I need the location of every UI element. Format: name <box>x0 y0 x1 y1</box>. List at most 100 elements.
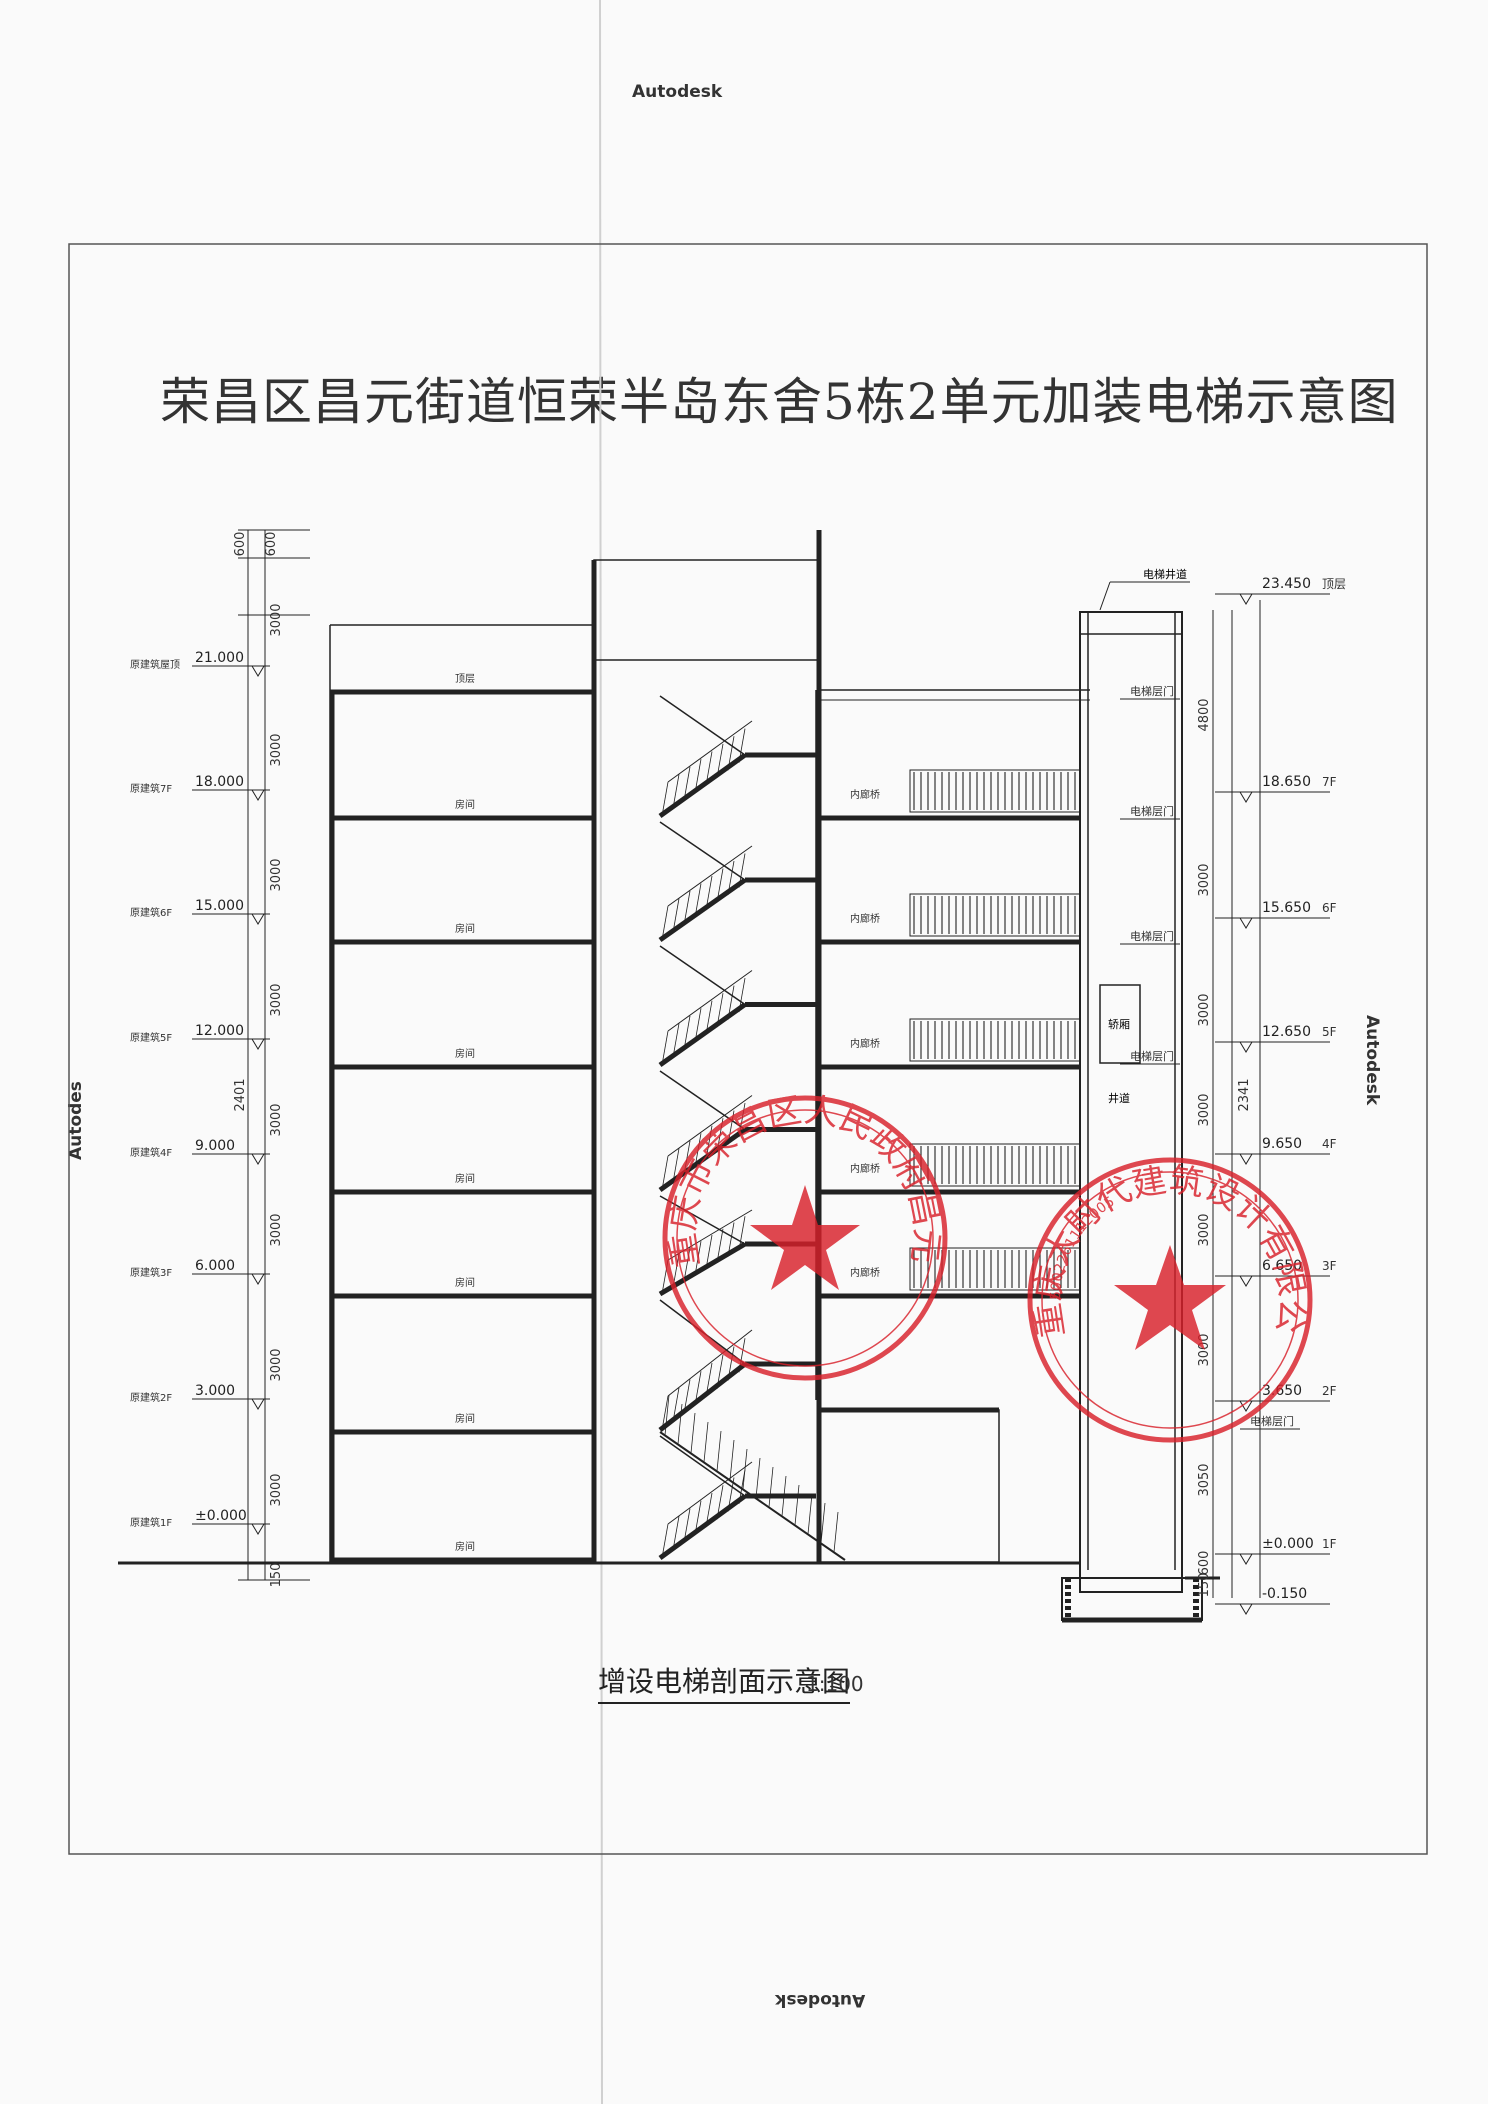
stair-railing <box>768 1466 774 1508</box>
stair-railing <box>683 890 691 926</box>
stamp-left-inner <box>676 1109 934 1367</box>
stair-railing <box>705 1492 713 1528</box>
stair-railing <box>738 1338 746 1373</box>
stair-railing <box>705 1362 713 1398</box>
shaft-top <box>1079 611 1183 635</box>
stair-railing <box>727 1346 735 1381</box>
stair-railing <box>729 1439 735 1481</box>
stair-railing <box>672 1387 680 1422</box>
stair-flight <box>658 1127 747 1193</box>
stair-handrail <box>667 1461 753 1525</box>
right-level-floor: 2F <box>1322 1384 1337 1398</box>
stair-flight <box>658 1002 747 1068</box>
level-label: 原建筑5F <box>130 1031 172 1044</box>
elevator-car-label: 轿厢 <box>1108 1017 1130 1031</box>
right-level-triangle <box>1239 917 1253 929</box>
right-dimension: 3000 <box>1197 993 1212 1026</box>
right-level-floor: 1F <box>1322 1537 1337 1551</box>
bridge-label: 内廊桥 <box>850 1162 880 1175</box>
stair-flight <box>658 752 747 819</box>
stair-railing <box>661 1155 669 1191</box>
stair-flight-back <box>659 695 746 756</box>
level-elevation: 12.000 <box>195 1023 244 1039</box>
left-dimension: 3000 <box>269 1103 284 1136</box>
elevator-shaft <box>1061 611 1203 1623</box>
right-level-elevation: 15.650 <box>1262 900 1311 916</box>
shaft-label: 电梯井道 <box>1143 567 1187 581</box>
level-label: 原建筑2F <box>130 1391 172 1404</box>
stair-railing <box>661 1395 669 1431</box>
right-level-triangle <box>1239 791 1253 803</box>
stair-railing <box>661 781 669 817</box>
stair-railing <box>794 1484 800 1526</box>
elevator-door-label: 电梯层门 <box>1130 929 1174 943</box>
right-level-triangle <box>1239 1603 1253 1615</box>
left-dimension: 150 <box>269 1563 284 1588</box>
main-building <box>329 530 1090 1563</box>
elevator-door-label: 电梯层门 <box>1130 804 1174 818</box>
left-dimension: 2401 <box>233 1078 248 1111</box>
right-level-triangle <box>1239 593 1253 605</box>
stair-railing <box>672 1023 680 1058</box>
stair-handrail <box>667 1329 753 1397</box>
stair-railing <box>742 1448 748 1490</box>
right-dimension: 600 <box>1197 1551 1212 1576</box>
right-level-triangle <box>1239 1553 1253 1565</box>
stair-railing <box>833 1511 839 1553</box>
left-dimension: 3000 <box>269 603 284 636</box>
room-label: 房间 <box>455 1412 475 1425</box>
right-level-floor: 4F <box>1322 1137 1337 1151</box>
section-subtitle: 增设电梯剖面示意图 <box>598 1660 851 1704</box>
stair-railing <box>807 1493 813 1535</box>
roof-box <box>593 559 820 661</box>
elevator-car <box>1099 984 1141 1064</box>
right-level-elevation: -0.150 <box>1262 1586 1307 1602</box>
right-dimension: 3000 <box>1197 863 1212 896</box>
level-triangle <box>251 1153 265 1165</box>
elevator-door-label: 电梯层门 <box>1250 1414 1294 1428</box>
right-dimension: 3000 <box>1197 1213 1212 1246</box>
level-label: 原建筑7F <box>130 782 172 795</box>
stair-railing <box>672 774 680 809</box>
left-dimension: 600 <box>233 532 248 557</box>
level-triangle <box>251 913 265 925</box>
right-level-elevation: 9.650 <box>1262 1136 1302 1152</box>
right-level-elevation: ±0.000 <box>1262 1536 1314 1552</box>
watermark-top: Autodesk <box>632 82 723 102</box>
stair-railing <box>705 1000 713 1035</box>
stair-railing <box>738 1216 746 1251</box>
stair-handrail <box>667 970 753 1032</box>
stair-railing <box>716 1485 724 1520</box>
stair-railing <box>672 1516 680 1551</box>
level-triangle <box>251 1038 265 1050</box>
stair-railing <box>703 1421 709 1463</box>
room-label: 房间 <box>455 922 475 935</box>
level-elevation: 21.000 <box>195 650 244 666</box>
left-dimension: 3000 <box>269 1348 284 1381</box>
stair-railing <box>716 743 724 778</box>
shaft-well-label: 井道 <box>1108 1091 1130 1105</box>
level-elevation: 6.000 <box>195 1258 235 1274</box>
stamp-left-outer <box>662 1095 948 1381</box>
stair-railing <box>683 1508 691 1543</box>
stair-railing <box>705 1234 713 1270</box>
right-level-elevation: 12.650 <box>1262 1024 1311 1040</box>
left-dimension-chain <box>238 529 310 1581</box>
stair-railing <box>694 1371 702 1406</box>
left-dimension: 3000 <box>269 858 284 891</box>
stair-flight <box>658 1362 747 1432</box>
level-label: 原建筑屋顶 <box>130 658 180 671</box>
stair-railing <box>738 977 746 1013</box>
stair-railing <box>690 1412 696 1454</box>
stair-railing <box>677 1403 683 1445</box>
room-label: 房间 <box>455 798 475 811</box>
stair-railing <box>694 883 702 918</box>
shaft-leader-2 <box>1099 581 1111 611</box>
right-level-floor: 3F <box>1322 1259 1337 1273</box>
stair-railing <box>755 1457 761 1499</box>
